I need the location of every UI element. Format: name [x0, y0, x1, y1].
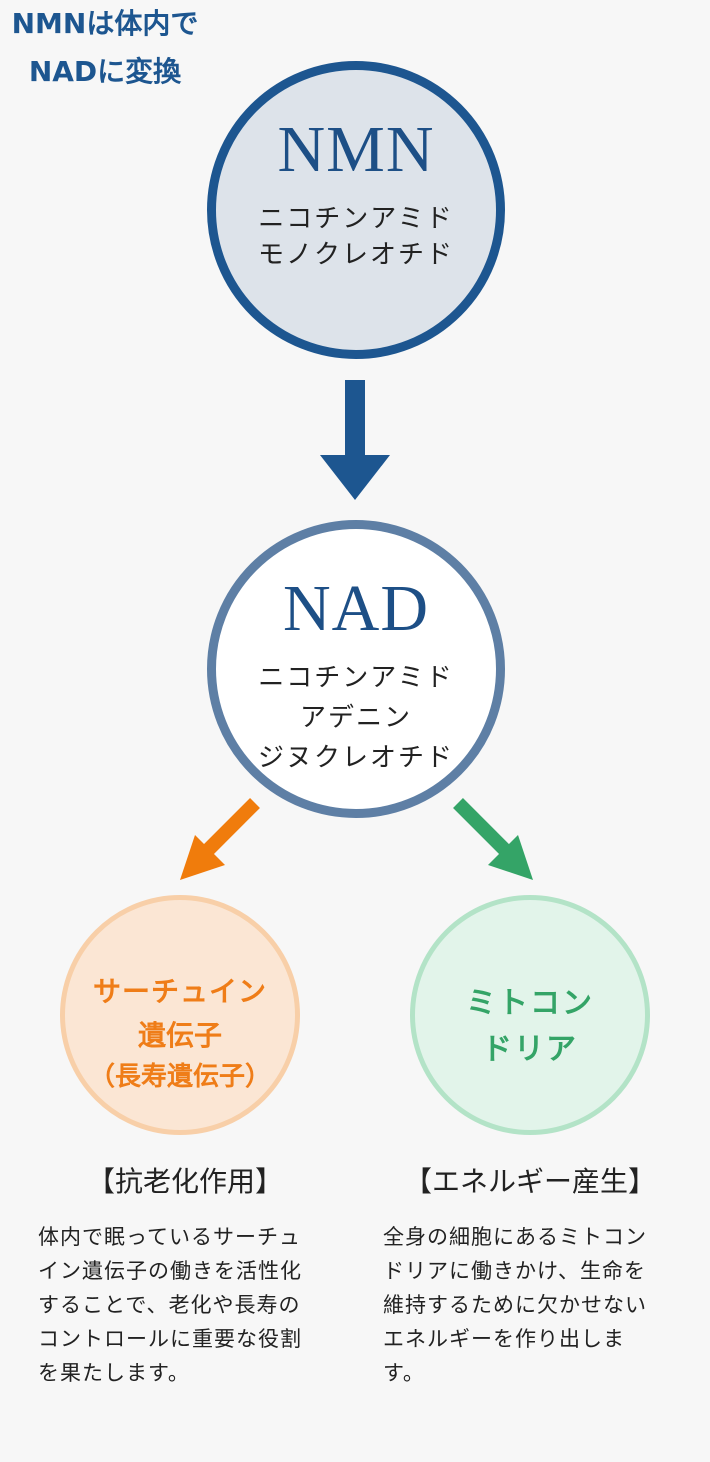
nad-title: NAD: [283, 572, 429, 645]
description-line: す。: [383, 1361, 425, 1385]
left-down-arrow-icon: [180, 798, 260, 880]
conversion-line2: NADに変換: [28, 55, 182, 88]
energy-production-description: 全身の細胞にあるミトコン ドリアに働きかけ、生命を 維持するために欠かせない エ…: [383, 1220, 683, 1390]
description-line: エネルギーを作り出しま: [383, 1327, 625, 1351]
nad-subtitle-line2: アデニン: [299, 703, 412, 733]
nmn-title: NMN: [277, 113, 435, 186]
sirtuin-line2: 遺伝子: [137, 1019, 222, 1052]
nmn-subtitle-line1: ニコチンアミド: [258, 204, 454, 234]
description-line: を果たします。: [38, 1361, 190, 1385]
description-line: イン遺伝子の働きを活性化: [38, 1259, 302, 1283]
anti-aging-heading: 【抗老化作用】: [86, 1165, 283, 1198]
description-line: コントロールに重要な役割: [38, 1327, 302, 1351]
sirtuin-line3: （長寿遺伝子）: [88, 1062, 271, 1092]
sirtuin-line1: サーチュイン: [92, 975, 267, 1008]
conversion-note: NMNは体内で NADに変換: [0, 0, 210, 96]
description-line: することで、老化や長寿の: [38, 1293, 301, 1317]
nmn-circle: NMN ニコチンアミド モノクレオチド: [207, 61, 505, 359]
energy-production-heading: 【エネルギー産生】: [403, 1165, 656, 1198]
nad-subtitle-line1: ニコチンアミド: [258, 663, 454, 693]
right-down-arrow-icon: [453, 798, 533, 880]
description-line: 全身の細胞にあるミトコン: [383, 1225, 647, 1249]
conversion-line1: NMNは体内で: [11, 7, 199, 40]
anti-aging-description: 体内で眠っているサーチュ イン遺伝子の働きを活性化 することで、老化や長寿の コ…: [38, 1220, 338, 1390]
description-line: 維持するために欠かせない: [383, 1293, 647, 1317]
description-line: 体内で眠っているサーチュ: [38, 1225, 301, 1249]
nmn-subtitle-line2: モノクレオチド: [257, 240, 454, 270]
sirtuin-circle: サーチュイン 遺伝子 （長寿遺伝子）: [60, 895, 300, 1135]
mitochondria-line1: ミトコン: [466, 986, 594, 1021]
mitochondria-line2: ドリア: [482, 1032, 578, 1067]
description-line: ドリアに働きかけ、生命を: [383, 1259, 646, 1283]
nad-circle: NAD ニコチンアミド アデニン ジヌクレオチド: [207, 520, 505, 818]
down-arrow-icon: [320, 380, 390, 500]
nad-subtitle-line3: ジヌクレオチド: [257, 743, 454, 773]
mitochondria-circle: ミトコン ドリア: [410, 895, 650, 1135]
